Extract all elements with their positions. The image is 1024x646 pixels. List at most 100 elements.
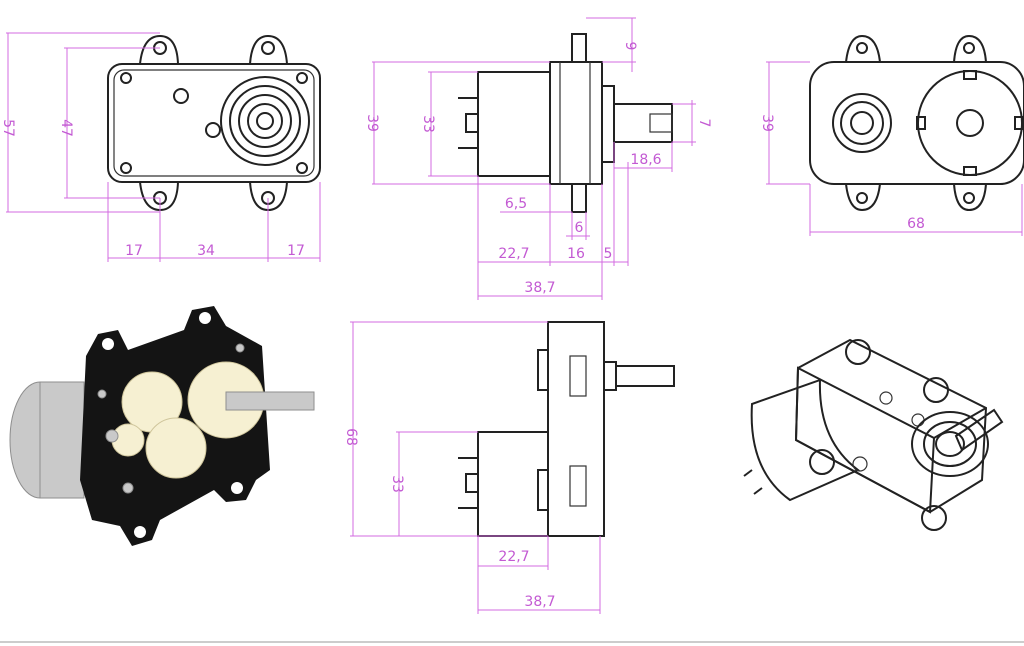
output-shaft bbox=[615, 365, 675, 387]
mount-ear-top-right bbox=[249, 34, 288, 65]
output-shaft bbox=[613, 103, 673, 143]
mount-hole bbox=[856, 42, 868, 54]
gearbox-body bbox=[107, 63, 321, 183]
dim-label-height-outer: 57 bbox=[0, 119, 16, 137]
bottom-view: 68 33 22,7 38,7 bbox=[343, 321, 675, 614]
clip bbox=[569, 355, 587, 397]
screw bbox=[120, 72, 132, 84]
dim-label-seg-right: 17 bbox=[287, 243, 305, 259]
mount-ear bbox=[845, 183, 881, 212]
output-ring bbox=[229, 85, 301, 157]
pin-hole bbox=[205, 122, 221, 138]
clip bbox=[569, 465, 587, 507]
dim-label-back-width: 68 bbox=[907, 216, 925, 232]
dim-label-gearbox-width: 16 bbox=[567, 246, 585, 262]
iso-output-shaft bbox=[954, 408, 1004, 452]
front-view: 57 47 17 34 17 bbox=[0, 32, 321, 262]
dim-label-seg-mid: 34 bbox=[197, 243, 215, 259]
isometric-view bbox=[743, 338, 1004, 531]
dim-label-back-height: 39 bbox=[759, 114, 775, 132]
gearbox-body-inner bbox=[113, 69, 315, 177]
motor-can bbox=[477, 71, 551, 177]
screw-photo bbox=[122, 482, 134, 494]
output-ring bbox=[840, 101, 884, 145]
dim-label-bottom-motor-length: 22,7 bbox=[498, 549, 529, 565]
mount-hole bbox=[856, 192, 868, 204]
dim-label-seg-left: 17 bbox=[125, 243, 143, 259]
iso-output-boss bbox=[911, 411, 989, 477]
output-ring bbox=[238, 94, 292, 148]
shaft-flat bbox=[649, 113, 673, 133]
screw bbox=[296, 72, 308, 84]
screw-photo bbox=[235, 343, 245, 353]
motor-bearing bbox=[956, 109, 984, 137]
screw bbox=[296, 162, 308, 174]
output-boss bbox=[220, 76, 310, 166]
dim-label-shaft-base: 5 bbox=[604, 246, 613, 262]
top-ear bbox=[571, 33, 587, 63]
motor-can-side-photo bbox=[39, 381, 85, 499]
mount-hole-photo bbox=[134, 526, 146, 538]
pinion-photo bbox=[105, 429, 119, 443]
dim-label-total-length: 38,7 bbox=[524, 280, 555, 296]
gearbox-side bbox=[549, 61, 603, 185]
side-ear bbox=[537, 469, 549, 511]
mount-ear bbox=[953, 34, 987, 63]
iso-output-ring bbox=[923, 421, 977, 467]
mount-ear bbox=[953, 183, 987, 212]
dim-label-terminal-offset: 6,5 bbox=[505, 196, 527, 212]
iso-mount-ear bbox=[845, 339, 871, 365]
bearing-boss bbox=[601, 85, 615, 163]
output-shaft bbox=[256, 112, 274, 130]
iso-terminal bbox=[753, 487, 763, 495]
dim-label-shaft-length: 18,6 bbox=[630, 152, 661, 168]
dim-label-bottom-motor-height: 33 bbox=[389, 475, 405, 493]
iso-terminal bbox=[743, 469, 753, 477]
dim-label-body-height: 39 bbox=[364, 114, 380, 132]
iso-pin-hole bbox=[911, 413, 925, 427]
mount-hole-photo bbox=[102, 338, 114, 350]
iso-mount-ear bbox=[809, 449, 835, 475]
mount-hole-photo bbox=[231, 482, 243, 494]
side-view: 9 39 33 7 18,6 6,5 6 22,7 16 5 38,7 bbox=[364, 17, 712, 300]
iso-mount-ear bbox=[921, 505, 947, 531]
back-body bbox=[809, 61, 1024, 185]
dim-label-bottom-height: 68 bbox=[343, 428, 359, 446]
mount-hole-photo bbox=[199, 312, 211, 324]
dim-label-flange: 6 bbox=[575, 220, 584, 236]
motor-tab bbox=[963, 70, 977, 80]
motor-tab bbox=[1014, 116, 1024, 130]
screw-photo bbox=[97, 389, 107, 399]
motor-end-cap bbox=[917, 70, 1023, 176]
motor-tab bbox=[963, 166, 977, 176]
gearbox-side-long bbox=[547, 321, 605, 537]
screw bbox=[120, 162, 132, 174]
iso-gearbox-body bbox=[794, 338, 988, 514]
output-shaft-photo bbox=[225, 391, 315, 411]
gear-photo bbox=[145, 417, 207, 479]
output-shaft bbox=[850, 111, 874, 135]
iso-output-ring bbox=[935, 431, 965, 457]
mount-ear-top-left bbox=[139, 34, 179, 65]
dim-label-shaft-flat: 7 bbox=[696, 119, 712, 128]
mount-hole bbox=[963, 42, 975, 54]
output-boss bbox=[832, 93, 892, 153]
mount-hole bbox=[261, 41, 275, 55]
bottom-ear bbox=[571, 183, 587, 213]
motor-tab bbox=[916, 116, 926, 130]
dim-label-height-inner: 47 bbox=[58, 119, 74, 137]
terminal-block bbox=[465, 113, 479, 133]
back-view: 39 68 bbox=[759, 34, 1024, 236]
dim-label-motor-height: 33 bbox=[420, 115, 436, 133]
mount-hole bbox=[963, 192, 975, 204]
dim-label-bottom-total-length: 38,7 bbox=[524, 594, 555, 610]
product-photo bbox=[9, 306, 315, 546]
iso-motor-can bbox=[750, 378, 860, 502]
iso-pin-hole bbox=[879, 391, 893, 405]
iso-gearbox-face bbox=[794, 366, 936, 514]
bearing-boss bbox=[603, 361, 617, 391]
mount-ear bbox=[845, 34, 881, 63]
dim-label-top: 9 bbox=[622, 42, 638, 51]
terminal-block bbox=[465, 473, 479, 493]
